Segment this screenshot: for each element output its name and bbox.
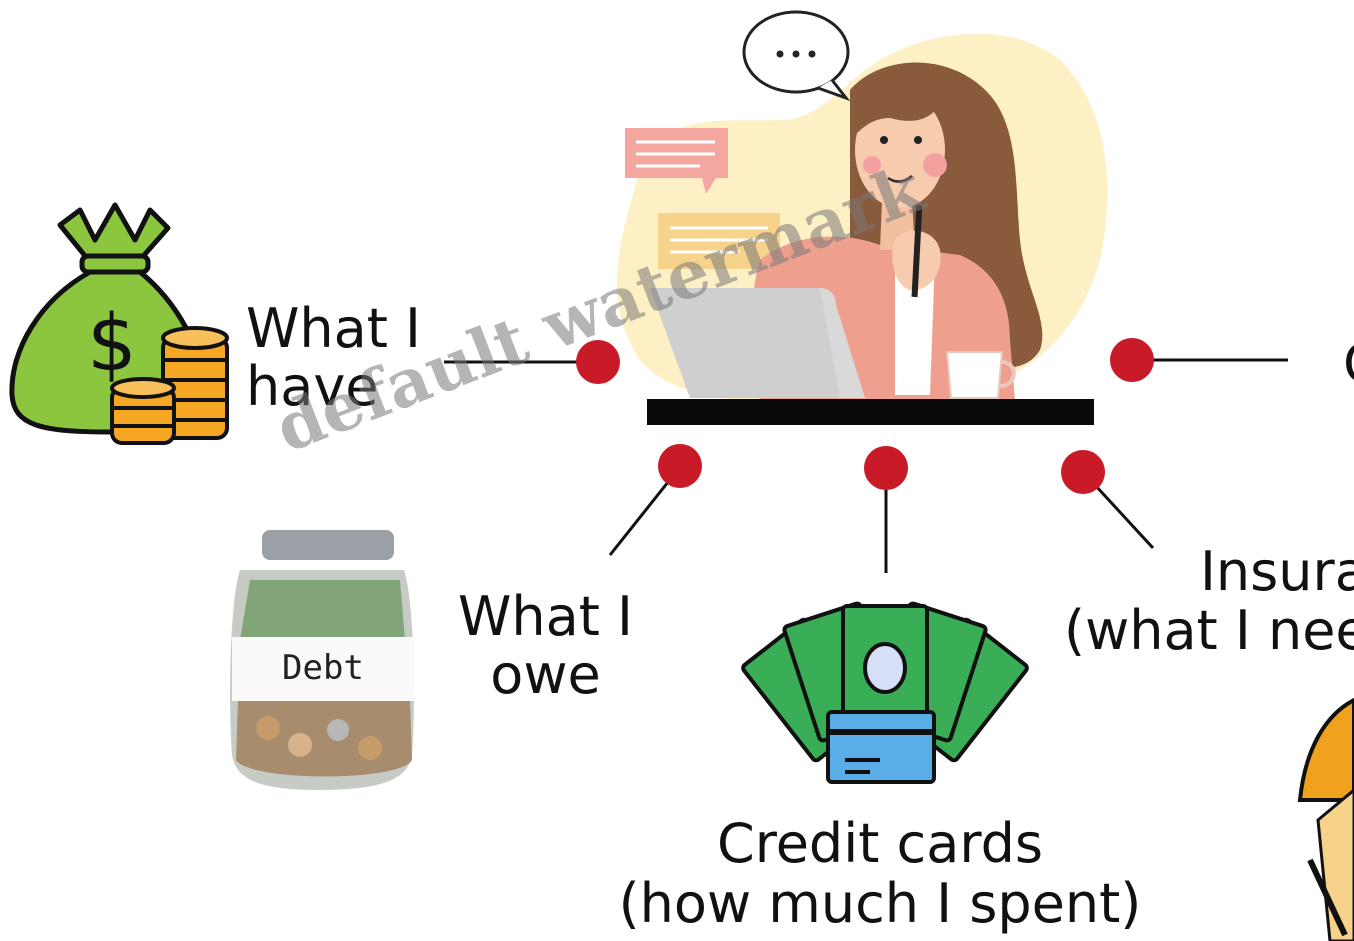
label-credit-cards-title: Credit cards <box>716 812 1043 875</box>
label-insurance-sub: (what I nee <box>1064 599 1354 662</box>
pink-note-icon <box>625 128 728 194</box>
node-insurance <box>1061 450 1105 494</box>
label-credit-cards-sub: (how much I spent) <box>618 872 1142 935</box>
label-what-i-owe: What I owe <box>458 585 633 706</box>
coin-stack-icon <box>110 326 229 445</box>
label-insurance-title: Insura <box>1200 540 1354 603</box>
svg-text:$: $ <box>87 299 137 389</box>
node-right <box>1110 338 1154 382</box>
woman-illustration <box>650 62 1043 400</box>
umbrella-icon <box>1297 697 1354 941</box>
label-right-cut: C <box>1343 335 1354 393</box>
speech-bubble-icon <box>742 10 851 102</box>
yellow-note-icon <box>658 213 780 269</box>
debt-jar-icon <box>230 530 414 790</box>
label-what-i-have: What I have <box>246 297 421 418</box>
cash-card-icon <box>741 601 1029 784</box>
node-what-i-have <box>576 340 620 384</box>
node-credit-cards <box>864 446 908 490</box>
desk-bar <box>647 399 1094 425</box>
jar-label-text: Debt <box>282 648 364 688</box>
node-what-i-owe <box>658 444 702 488</box>
